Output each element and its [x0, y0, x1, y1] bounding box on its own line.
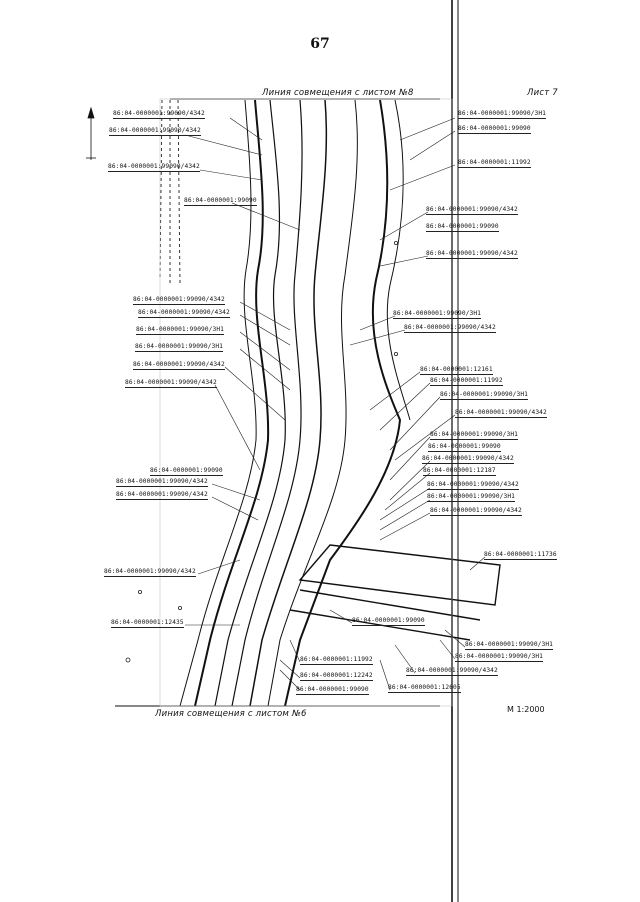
parcel-label: 86:04-0000001:99090: [184, 197, 257, 206]
parcel-label: 86:04-0000001:99090/4342: [133, 361, 225, 370]
parcel-label: 86:04-0000001:99090/4342: [108, 163, 200, 172]
parcel-label: 86:04-0000001:12605: [388, 684, 461, 693]
parcel-label: 86:04-0000001:99090/4342: [109, 127, 201, 136]
parcel-label: 86:04-0000001:99090/4342: [113, 110, 205, 119]
page-number: 67: [310, 36, 330, 52]
parcel-label: 86:04-0000001:12187: [423, 467, 496, 476]
parcel-label: 86:04-0000001:99090: [458, 125, 531, 134]
parcel-label: 86:04-0000001:99090/4342: [138, 309, 230, 318]
parcel-label: 86:04-0000001:99090/3Н1: [135, 343, 223, 352]
parcel-label: 86:04-0000001:99090/4342: [125, 379, 217, 388]
parcel-label: 86:04-0000001:99090: [150, 467, 223, 476]
parcel-label: 86:04-0000001:99090/4342: [426, 250, 518, 259]
parcel-label: 86:04-0000001:99090/4342: [133, 296, 225, 305]
parcel-label: 86:04-0000001:99090/3Н1: [393, 310, 481, 319]
parcel-label: 86:04-0000001:99090/4342: [430, 507, 522, 516]
leader-lines: [184, 117, 486, 691]
parcel-label: 86:04-0000001:12242: [300, 672, 373, 681]
parcel-label: 86:04-0000001:99090/3Н1: [427, 493, 515, 502]
scale-label: М 1:2000: [507, 705, 545, 714]
parcel-label: 86:04-0000001:99090/3Н1: [458, 110, 546, 119]
parcel-label: 86:04-0000001:11992: [458, 159, 531, 168]
bottom-match-line-label: Линия совмещения с листом №6: [155, 709, 307, 719]
road-corridor: [179, 99, 411, 707]
parcel-label: 86:04-0000001:12161: [420, 366, 493, 375]
sheet-label: Лист 7: [527, 88, 558, 98]
plot-area-outline: [159, 98, 453, 707]
parcel-label: 86:04-0000001:99090: [426, 223, 499, 232]
parcel-label: 86:04-0000001:99090/3Н1: [455, 653, 543, 662]
parcel-label: 86:04-0000001:99090/3Н1: [440, 391, 528, 400]
parcel-label: 86:04-0000001:99090/4342: [404, 324, 496, 333]
parcel-label: 86:04-0000001:99090/4342: [426, 206, 518, 215]
north-arrow: [86, 106, 96, 160]
parcel-label: 86:04-0000001:99090/4342: [427, 481, 519, 490]
map-markers: [125, 240, 398, 663]
parcel-label: 86:04-0000001:99090/4342: [422, 455, 514, 464]
parcel-label: 86:04-0000001:11736: [484, 551, 557, 560]
parcel-label: 86:04-0000001:99090/4342: [406, 667, 498, 676]
parcel-label: 86:04-0000001:11992: [300, 656, 373, 665]
parcel-label: 86:04-0000001:99090: [352, 617, 425, 626]
top-match-line-label: Линия совмещения с листом №8: [262, 88, 414, 98]
parcel-label: 86:04-0000001:99090/4342: [455, 409, 547, 418]
parcel-label: 86:04-0000001:12435: [111, 619, 184, 628]
parcel-label: 86:04-0000001:99090: [296, 686, 369, 695]
parcel-label: 86:04-0000001:99090/4342: [116, 478, 208, 487]
parcel-label: 86:04-0000001:11992: [430, 377, 503, 386]
parcel-label: 86:04-0000001:99090/3Н1: [465, 641, 553, 650]
parcel-label: 86:04-0000001:99090/3Н1: [430, 431, 518, 440]
parcel-label: 86:04-0000001:99090/3Н1: [136, 326, 224, 335]
parcel-label: 86:04-0000001:99090/4342: [116, 491, 208, 500]
parcel-label: 86:04-0000001:99090/4342: [104, 568, 196, 577]
utility-lines-left: [159, 99, 181, 286]
parcel-label: 86:04-0000001:99090: [428, 443, 501, 452]
